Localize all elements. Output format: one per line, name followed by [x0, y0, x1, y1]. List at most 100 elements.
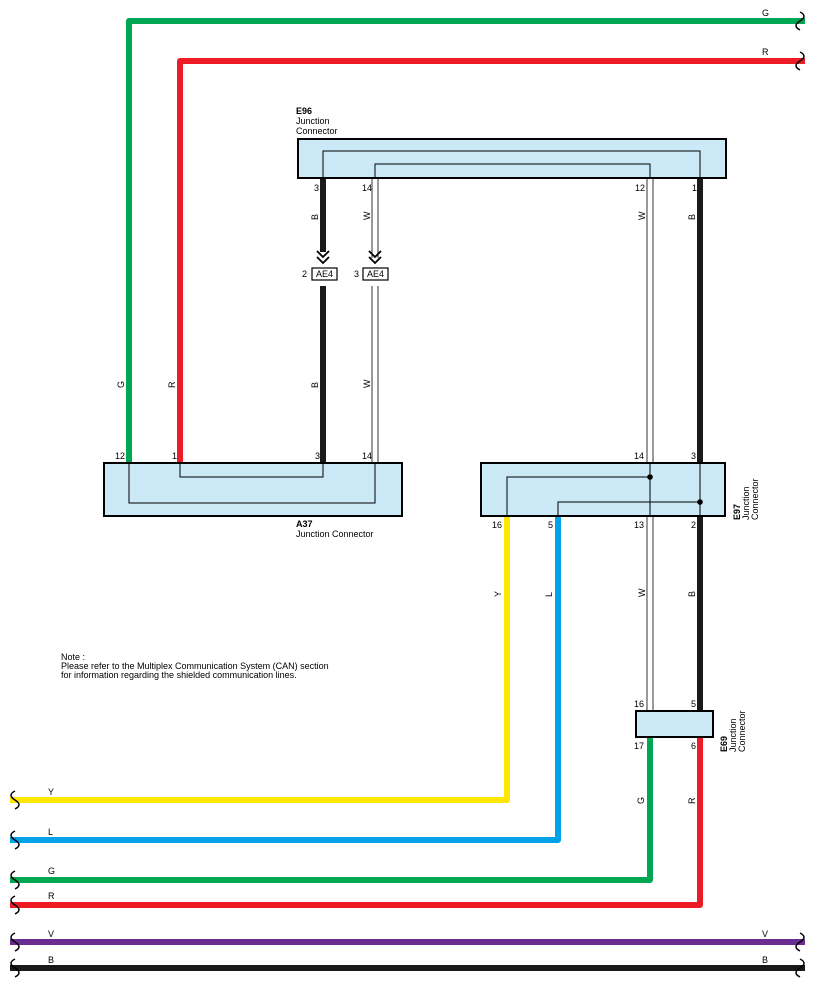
- horizontal-wire-labels: G R Y L G R V V B B: [48, 8, 769, 965]
- pin-label: 14: [362, 451, 372, 461]
- connector-a37-bus-r: [179, 463, 324, 478]
- inline-connector-box: [362, 267, 389, 281]
- wire-r-top: [177, 58, 805, 463]
- connector-e69-desc1: Junction: [728, 718, 738, 752]
- pin-label: 3: [354, 269, 359, 279]
- wire-g-bottom: [10, 737, 653, 883]
- wire-label: B: [687, 214, 697, 220]
- wire-label: B: [310, 382, 320, 388]
- wire-label: W: [362, 211, 372, 220]
- wire-label: W: [362, 379, 372, 388]
- connector-e69: 16 5 17 6 E69 Junction Connector: [634, 699, 747, 752]
- break-mark-r-top: [795, 51, 805, 71]
- note-line2: for information regarding the shielded c…: [61, 670, 297, 680]
- pin-label: 12: [115, 451, 125, 461]
- pin-label: 5: [548, 520, 553, 530]
- connector-e69-desc2: Connector: [737, 710, 747, 752]
- connector-a37-body: [103, 462, 403, 517]
- pin-label: 1: [172, 451, 177, 461]
- pin-label: 3: [691, 451, 696, 461]
- pin-label: 1: [692, 183, 697, 193]
- pin-label: 12: [635, 183, 645, 193]
- connector-e69-id: E69: [719, 736, 729, 752]
- pin-label: 17: [634, 741, 644, 751]
- break-mark-r-bottom: [10, 895, 20, 915]
- wire-label: R: [48, 891, 55, 901]
- connector-e97-bus-w: [506, 463, 651, 516]
- break-mark-g-top: [795, 11, 805, 31]
- double-chevron-down-icon: [316, 250, 330, 265]
- inline-connector-ae4-3: AE4 3: [354, 250, 389, 281]
- pin-label: 16: [634, 699, 644, 709]
- pin-label: 6: [691, 741, 696, 751]
- connector-e96-bus-w: [374, 163, 651, 178]
- connector-a37: 12 1 3 14 A37 Junction Connector: [103, 451, 403, 539]
- wire-label: W: [637, 588, 647, 597]
- wires: [10, 18, 805, 971]
- break-mark-v-left: [10, 932, 20, 952]
- connector-a37-bus-g: [128, 463, 376, 504]
- connector-e97-desc2: Connector: [750, 478, 760, 520]
- wire-y: [10, 516, 510, 803]
- wire-label: R: [762, 47, 769, 57]
- wire-label: B: [310, 214, 320, 220]
- pin-label: 13: [634, 520, 644, 530]
- splice-point: [697, 499, 703, 505]
- vertical-wire-labels: B W W B G R B W Y L W B G R: [116, 211, 697, 804]
- wire-label: R: [687, 797, 697, 804]
- break-mark-l: [10, 830, 20, 850]
- break-mark-b-left: [10, 958, 20, 978]
- pin-label: 14: [634, 451, 644, 461]
- connector-e97: 14 3 16 5 13 2 E97 Junction Connector: [480, 451, 760, 530]
- inline-connector-ae4-2: AE4 2: [302, 250, 338, 281]
- wire-label: B: [762, 955, 768, 965]
- connector-e97-bus-b: [557, 463, 701, 516]
- connector-e96-desc1: Junction: [296, 116, 330, 126]
- connector-e96-id: E96: [296, 106, 312, 116]
- pin-label: 3: [314, 183, 319, 193]
- pin-label: 14: [362, 183, 372, 193]
- inline-connector-box: [311, 267, 338, 281]
- wire-label: B: [48, 955, 54, 965]
- wire-label: G: [762, 8, 769, 18]
- break-mark-v-right: [795, 932, 805, 952]
- connector-e97-id: E97: [732, 504, 742, 520]
- connector-e96: E96 Junction Connector 3 14 12 1: [296, 106, 727, 193]
- pin-label: 3: [315, 451, 320, 461]
- wire-label: L: [544, 592, 554, 597]
- connector-e97-desc1: Junction: [741, 486, 751, 520]
- pin-label: 2: [691, 520, 696, 530]
- wire-label: Y: [48, 787, 54, 797]
- wire-r-bottom: [10, 737, 703, 908]
- break-mark-b-right: [795, 958, 805, 978]
- wire-label: G: [116, 381, 126, 388]
- white-wires: [371, 178, 654, 711]
- pin-label: 5: [691, 699, 696, 709]
- note-title: Note :: [61, 652, 85, 662]
- connector-e97-body: [480, 462, 726, 517]
- break-mark-y: [10, 790, 20, 810]
- connector-e96-desc2: Connector: [296, 126, 338, 136]
- wire-label: W: [637, 211, 647, 220]
- note-line1: Please refer to the Multiplex Communicat…: [61, 661, 329, 671]
- inline-connector-id: AE4: [316, 269, 333, 279]
- inline-connector-id: AE4: [367, 269, 384, 279]
- wire-label: V: [48, 929, 54, 939]
- splice-point: [647, 474, 653, 480]
- wire-label: G: [636, 797, 646, 804]
- pin-label: 16: [492, 520, 502, 530]
- note: Note : Please refer to the Multiplex Com…: [61, 652, 329, 680]
- wire-label: B: [687, 591, 697, 597]
- connector-e69-body: [635, 710, 714, 738]
- wire-break-marks: [10, 11, 805, 978]
- connector-a37-desc: Junction Connector: [296, 529, 374, 539]
- pin-label: 2: [302, 269, 307, 279]
- connector-a37-id: A37: [296, 519, 313, 529]
- wire-label: R: [167, 381, 177, 388]
- wire-label: L: [48, 827, 53, 837]
- wire-label: G: [48, 866, 55, 876]
- wire-label: Y: [493, 591, 503, 597]
- wire-l: [10, 516, 561, 843]
- double-chevron-down-icon: [368, 250, 382, 265]
